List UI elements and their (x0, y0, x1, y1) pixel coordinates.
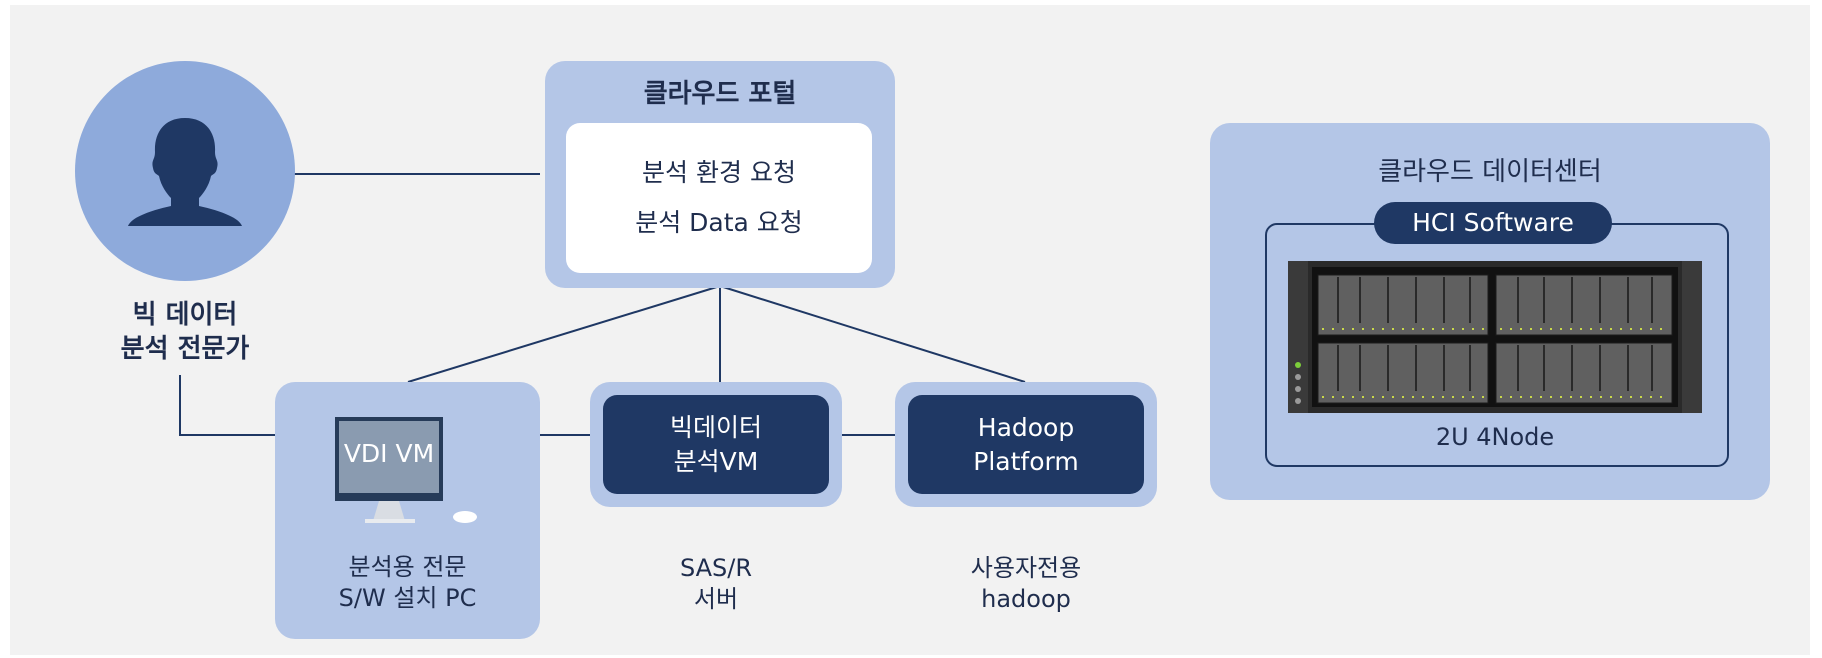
bigdata-caption-line1: SAS/R (679, 554, 753, 582)
connector-lines (179, 173, 1026, 436)
request-data-label: 분석 Data 요청 (635, 208, 803, 237)
bigdata-vm-panel: 빅데이터 분석VM (590, 382, 842, 507)
hadoop-caption: 사용자전용 hadoop (895, 553, 1157, 615)
analyst-label-line2: 분석 전문가 (120, 334, 250, 364)
hadoop-panel: Hadoop Platform (895, 382, 1157, 507)
vdi-caption-line1: 분석용 전문 (348, 553, 467, 581)
vdi-monitor-text: VDI VM (343, 439, 435, 468)
bigdata-vm-label-line2: 분석VM (673, 446, 759, 476)
datacenter-title: 클라우드 데이터센터 (1378, 157, 1602, 187)
portal-title: 클라우드 포털 (643, 79, 797, 109)
cloud-portal-panel: 클라우드 포털 분석 환경 요청 분석 Data 요청 (545, 61, 895, 288)
bigdata-caption-line2: 서버 (693, 585, 739, 613)
portal-hadoop-connector (719, 285, 1026, 383)
analyst-label-line1: 빅 데이터 (132, 300, 238, 330)
analyst-avatar (75, 61, 295, 281)
user-silhouette-icon (128, 118, 242, 226)
hadoop-caption-line1: 사용자전용 (970, 554, 1082, 582)
bigdata-vm-label-line1: 빅데이터 (669, 412, 762, 442)
hadoop-box: Hadoop Platform (908, 395, 1144, 494)
monitor-icon (335, 417, 477, 523)
portal-vdi-connector (407, 285, 721, 383)
vdi-caption: 분석용 전문 S/W 설치 PC (275, 552, 540, 614)
bigdata-vm-box: 빅데이터 분석VM (603, 395, 829, 494)
server-caption: 2U 4Node (1435, 423, 1555, 451)
diagram-canvas: 빅 데이터 분석 전문가 클라우드 포털 분석 환경 요청 분석 Data 요청… (10, 5, 1810, 655)
hadoop-label-line1: Hadoop (977, 412, 1075, 442)
hci-software-badge: HCI Software (1374, 202, 1612, 244)
vdi-caption-line2: S/W 설치 PC (338, 584, 477, 612)
server-rack-icon (1288, 261, 1702, 413)
vdi-panel: VDI VM 분석용 전문 S/W 설치 PC (275, 382, 540, 639)
analyst-label: 빅 데이터 분석 전문가 (80, 298, 290, 366)
portal-request-box: 분석 환경 요청 분석 Data 요청 (566, 123, 872, 273)
hadoop-label-line2: Platform (973, 446, 1079, 476)
bigdata-caption: SAS/R 서버 (590, 553, 842, 615)
hadoop-caption-line2: hadoop (981, 585, 1071, 613)
datacenter-panel: 클라우드 데이터센터 HCI Software (1210, 123, 1770, 500)
request-environment-label: 분석 환경 요청 (642, 158, 796, 187)
analyst-vdi-connector (179, 375, 275, 436)
